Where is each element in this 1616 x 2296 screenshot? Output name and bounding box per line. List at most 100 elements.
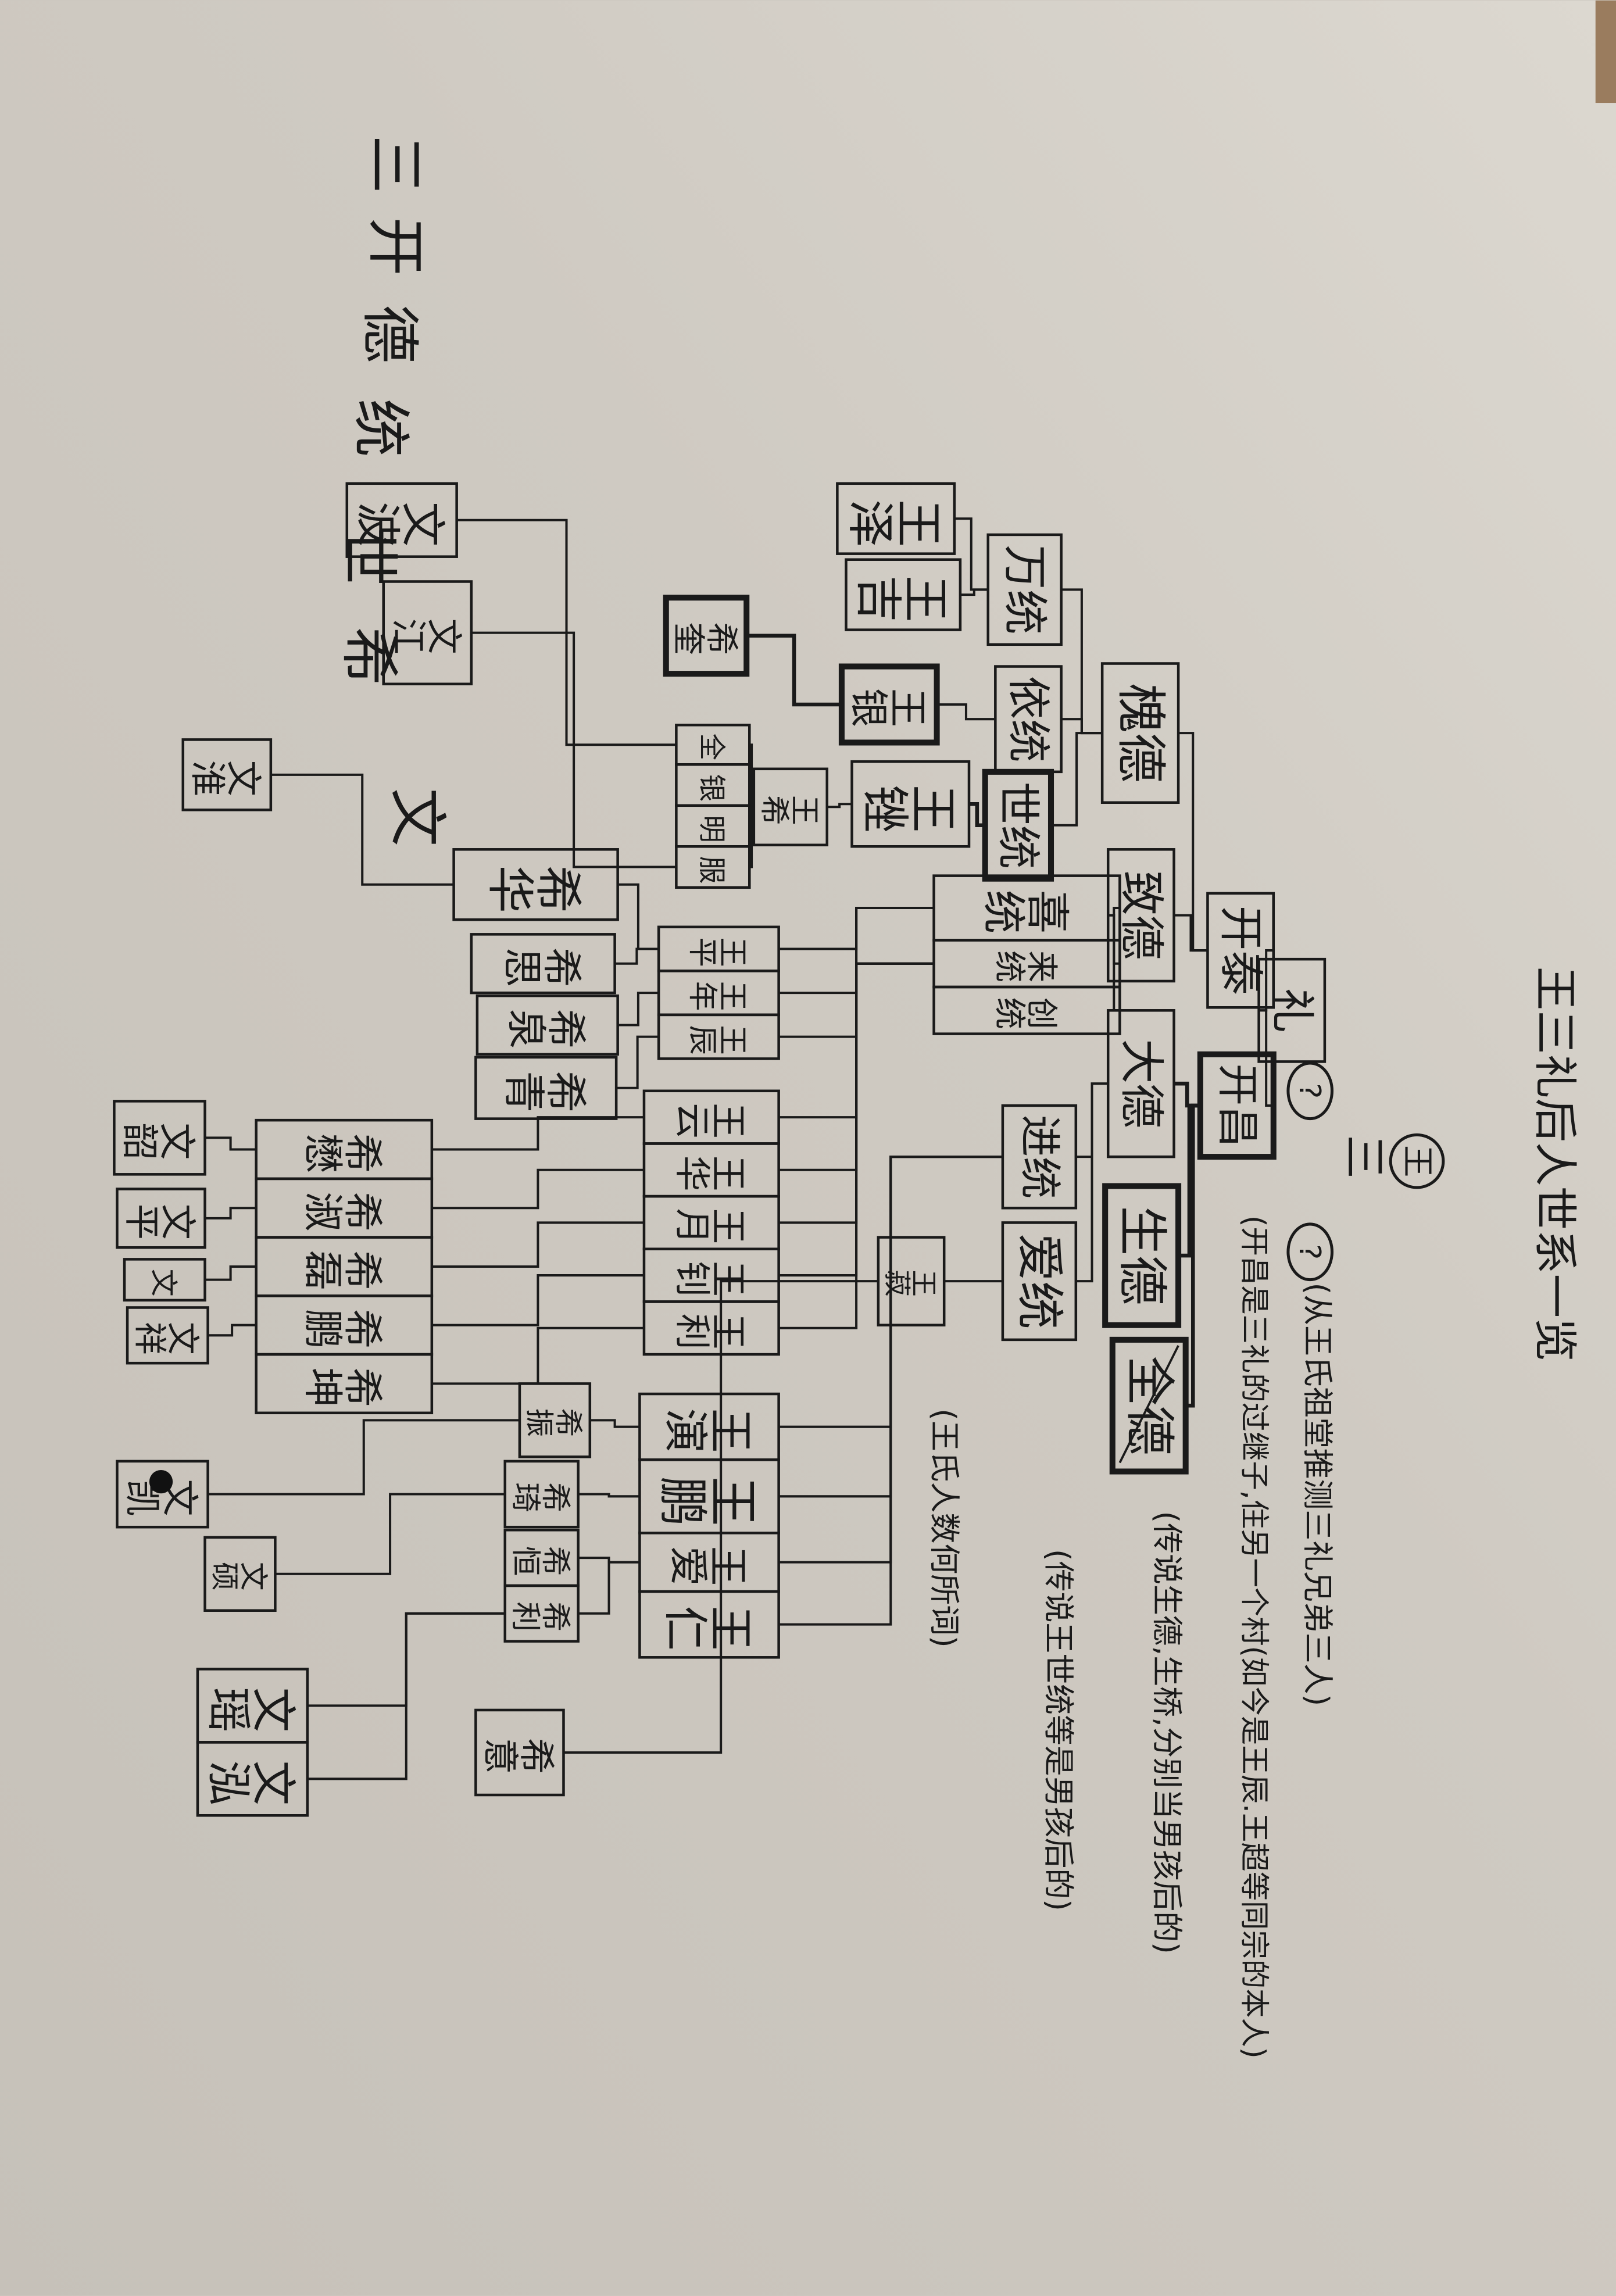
person-node: 文淮 [181, 738, 273, 811]
person-name: 依统 [1003, 676, 1053, 763]
person-name: 槐德 [1111, 683, 1169, 782]
generation-label: 文 [383, 788, 451, 847]
person-box [845, 558, 962, 631]
person-box [836, 482, 956, 555]
person-name: 希懋 [304, 1126, 384, 1173]
lineage-line [1051, 732, 1103, 827]
person-name: 希思 [503, 940, 583, 987]
lineage-line [205, 1265, 256, 1281]
person-node: 希振 [518, 1382, 592, 1458]
lineage-line [208, 1419, 520, 1496]
person-name: 文瑶 [208, 1679, 298, 1732]
person-name: 王平 [689, 932, 749, 967]
person-name: 希青 [504, 1064, 588, 1113]
person-node: 王平 [657, 925, 780, 972]
person-node: 王鹏 [638, 1458, 780, 1535]
person-node: 希华 [452, 848, 619, 921]
person-node: 文泓 [196, 1741, 309, 1817]
person-node: 文硕 [203, 1536, 277, 1612]
person-name: 希鹏 [304, 1302, 384, 1349]
person-name: 王月 [675, 1201, 747, 1243]
lineage-line [578, 1493, 640, 1498]
generation-label: 希 [335, 627, 403, 686]
person-name: 全 [699, 729, 727, 760]
lineage-line [431, 1221, 644, 1268]
person-node: 开昌 [1197, 1051, 1277, 1160]
person-box [638, 1590, 780, 1659]
person-node: 王银 [838, 663, 940, 746]
lineage-line [563, 1280, 878, 1754]
person-name: 文韶 [123, 1116, 197, 1159]
person-name: 生德 [1113, 1206, 1171, 1305]
person-name: 爱统 [1011, 1233, 1067, 1329]
person-box-bold [1197, 1051, 1277, 1160]
person-name: 王爱 [670, 1539, 749, 1586]
unknown-brother-1-mark: ? [1293, 1083, 1327, 1099]
person-node: 王华 [642, 1142, 780, 1198]
person-node: 希青 [474, 1056, 618, 1120]
person-node: 王吉 [845, 558, 962, 631]
lineage-line [208, 1324, 256, 1337]
person-node: 礼 [1257, 957, 1327, 1063]
person-node: 全德 [1109, 1336, 1189, 1475]
person-node: 进统 [1001, 1104, 1078, 1210]
person-node: 致德 [1106, 848, 1175, 983]
person-node: 王钊 [642, 1247, 780, 1303]
lineage-line [1174, 914, 1208, 952]
person-node: 王希 [752, 767, 829, 847]
lineage-line [960, 588, 988, 596]
strike-mark [1118, 1345, 1179, 1464]
lineage-line [1259, 1009, 1274, 1107]
person-name: 明 [699, 810, 727, 842]
person-name: 王钊 [675, 1254, 747, 1296]
person-name: 万统 [999, 545, 1051, 635]
person-box [113, 1100, 206, 1176]
person-name: 王吉 [856, 567, 950, 622]
person-box [1001, 1104, 1078, 1210]
person-name: 王华 [675, 1149, 747, 1191]
person-box [1001, 1221, 1078, 1342]
person-name: 开泰 [1214, 906, 1267, 995]
person-name: 服 [699, 851, 727, 883]
person-name: 王辰 [689, 1020, 749, 1054]
person-box [675, 845, 751, 889]
person-node: 希磊 [255, 1236, 434, 1297]
person-name: 银 [699, 769, 727, 801]
person-name: 文波 [357, 494, 447, 546]
person-box [986, 533, 1063, 646]
lineage-line [307, 1612, 505, 1780]
person-name: 来统 [995, 945, 1059, 982]
lineage-line [614, 947, 659, 965]
person-name: 王菽 [884, 1265, 938, 1297]
lineage-line [578, 1561, 640, 1615]
person-node: 王菽 [877, 1236, 946, 1326]
lineage-line [431, 1116, 644, 1151]
note-1: (从王氏祖堂推测三礼兄弟三人) [1300, 1283, 1335, 1707]
person-node: 爱统 [1001, 1221, 1078, 1342]
title: 王三礼后人世系一览 [1529, 967, 1581, 1362]
person-name: 王仁 [664, 1598, 754, 1651]
ink-blot [149, 1469, 173, 1494]
person-node: 希利 [503, 1584, 580, 1643]
person-name: 王云 [675, 1096, 747, 1138]
lineage-line [617, 992, 659, 1027]
lineage-line [827, 803, 852, 809]
lineage-line [205, 1136, 256, 1151]
person-box [877, 1236, 946, 1326]
lineage-line [968, 802, 985, 828]
person-name: 文祥 [135, 1316, 201, 1354]
generation-labels: 三 开 德 统 世 希 文 [335, 135, 451, 846]
person-name: 王鹏 [659, 1468, 759, 1525]
person-name: 文硕 [211, 1557, 269, 1591]
unknown-brother-2: ? [1286, 1222, 1334, 1282]
person-name: 希恒 [512, 1540, 571, 1575]
note-4: (传说王世统等是男孩后的) [1041, 1549, 1076, 1911]
person-box [116, 1188, 206, 1249]
lineage-line [471, 631, 677, 868]
person-box [1106, 1009, 1175, 1158]
person-box [181, 738, 273, 811]
lineage-line [275, 1493, 505, 1575]
person-name: 希振 [526, 1403, 584, 1437]
person-node: 王辰 [657, 1013, 780, 1060]
